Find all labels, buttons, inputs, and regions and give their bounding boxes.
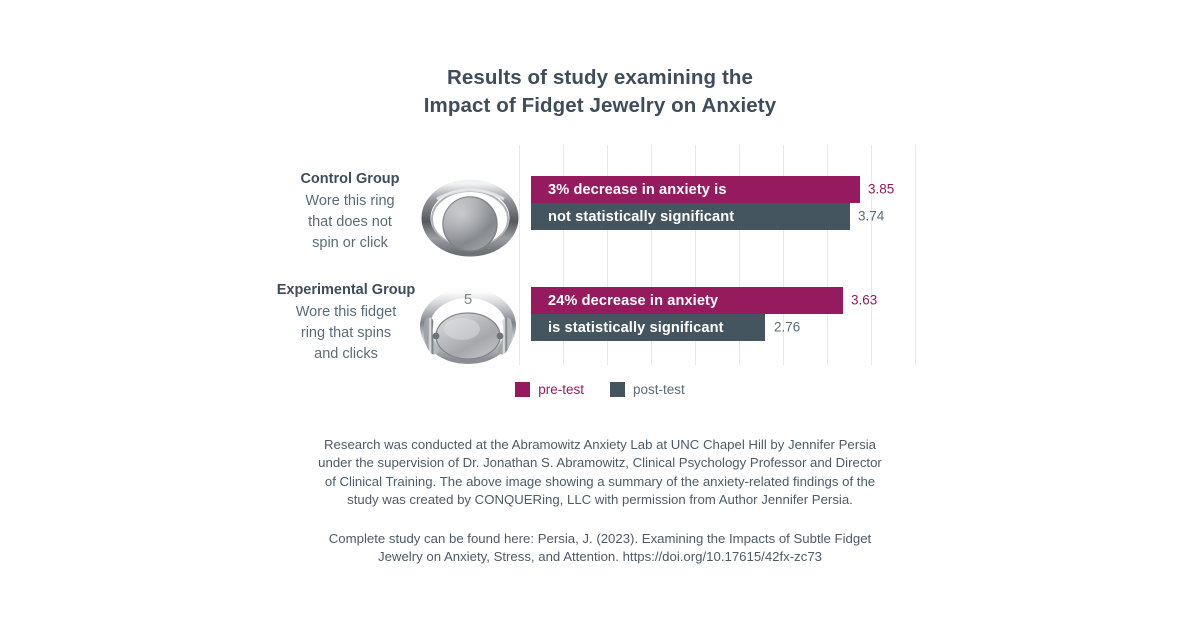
bar-annotation-line: is statistically significant: [548, 319, 724, 336]
group-title-experimental: Experimental Group: [276, 282, 416, 298]
group-desc-line: spin or click: [312, 235, 388, 251]
group-desc-line: that does not: [308, 214, 392, 230]
title-line-1: Results of study examining the: [447, 66, 753, 89]
group-label-control: Control Group Wore this ring that does n…: [255, 169, 445, 254]
gridline: [695, 145, 696, 365]
gridline: [739, 145, 740, 365]
bar-pre-control[interactable]: 3% decrease in anxiety is: [531, 176, 860, 203]
legend-label-pre-test: pre-test: [538, 382, 584, 397]
gridline: [783, 145, 784, 365]
chart-legend: pre-test post-test: [0, 382, 1200, 397]
group-desc-line: ring that spins: [300, 325, 392, 341]
page-title: Results of study examining the Impact of…: [0, 64, 1200, 120]
gridline: [651, 145, 652, 365]
bar-annotation-line: 24% decrease in anxiety: [548, 292, 719, 309]
gridline: [915, 145, 916, 365]
bar-pre-experimental[interactable]: 24% decrease in anxiety: [531, 287, 843, 314]
gridline: [519, 145, 520, 365]
footer-line: Jewelry on Anxiety, Stress, and Attentio…: [378, 549, 822, 565]
footer-notes: Research was conducted at the Abramowitz…: [0, 436, 1200, 567]
group-desc-line: Wore this fidget: [295, 304, 397, 320]
footer-line: study was created by CONQUERing, LLC wit…: [347, 491, 853, 507]
bar-value-pre-control: 3.85: [868, 181, 895, 197]
footer-line: of Clinical Training. The above image sh…: [324, 473, 876, 489]
group-desc-line: Wore this ring: [305, 193, 395, 209]
bar-value-post-experimental: 2.76: [774, 319, 801, 335]
footer-line: Complete study can be found here: Persia…: [328, 531, 872, 547]
footer-note-research: Research was conducted at the Abramowitz…: [0, 436, 1200, 509]
legend-label-post-test: post-test: [633, 382, 685, 397]
bar-post-control[interactable]: not statistically significant: [531, 203, 850, 230]
legend-swatch-post-test: [610, 382, 625, 397]
bar-value-post-control: 3.74: [858, 208, 885, 224]
gridline: [607, 145, 608, 365]
legend-item-post-test[interactable]: post-test: [610, 382, 685, 397]
group-label-experimental: Experimental Group Wore this fidget ring…: [251, 280, 441, 365]
footer-line: under the supervision of Dr. Jonathan S.…: [318, 455, 882, 471]
bar-value-pre-experimental: 3.63: [851, 292, 878, 308]
group-desc-line: and clicks: [314, 346, 378, 362]
gridline: [563, 145, 564, 365]
bar-annotation-line: not statistically significant: [548, 208, 735, 225]
svg-text:5: 5: [464, 291, 472, 308]
gridline: [827, 145, 828, 365]
gridline: [871, 145, 872, 365]
footer-note-citation: Complete study can be found here: Persia…: [0, 530, 1200, 567]
legend-item-pre-test[interactable]: pre-test: [515, 382, 584, 397]
footer-line: Research was conducted at the Abramowitz…: [324, 437, 876, 452]
group-title-control: Control Group: [300, 171, 400, 187]
fidget-ring-icon: 5: [412, 278, 524, 370]
bar-post-experimental[interactable]: is statistically significant: [531, 314, 765, 341]
bar-chart: Control Group Wore this ring that does n…: [0, 145, 1200, 375]
bar-annotation-line: 3% decrease in anxiety is: [548, 181, 727, 198]
legend-swatch-pre-test: [515, 382, 531, 397]
plain-ring-icon: [417, 168, 523, 260]
plot-area: [519, 145, 919, 365]
title-line-2: Impact of Fidget Jewelry on Anxiety: [423, 94, 777, 117]
